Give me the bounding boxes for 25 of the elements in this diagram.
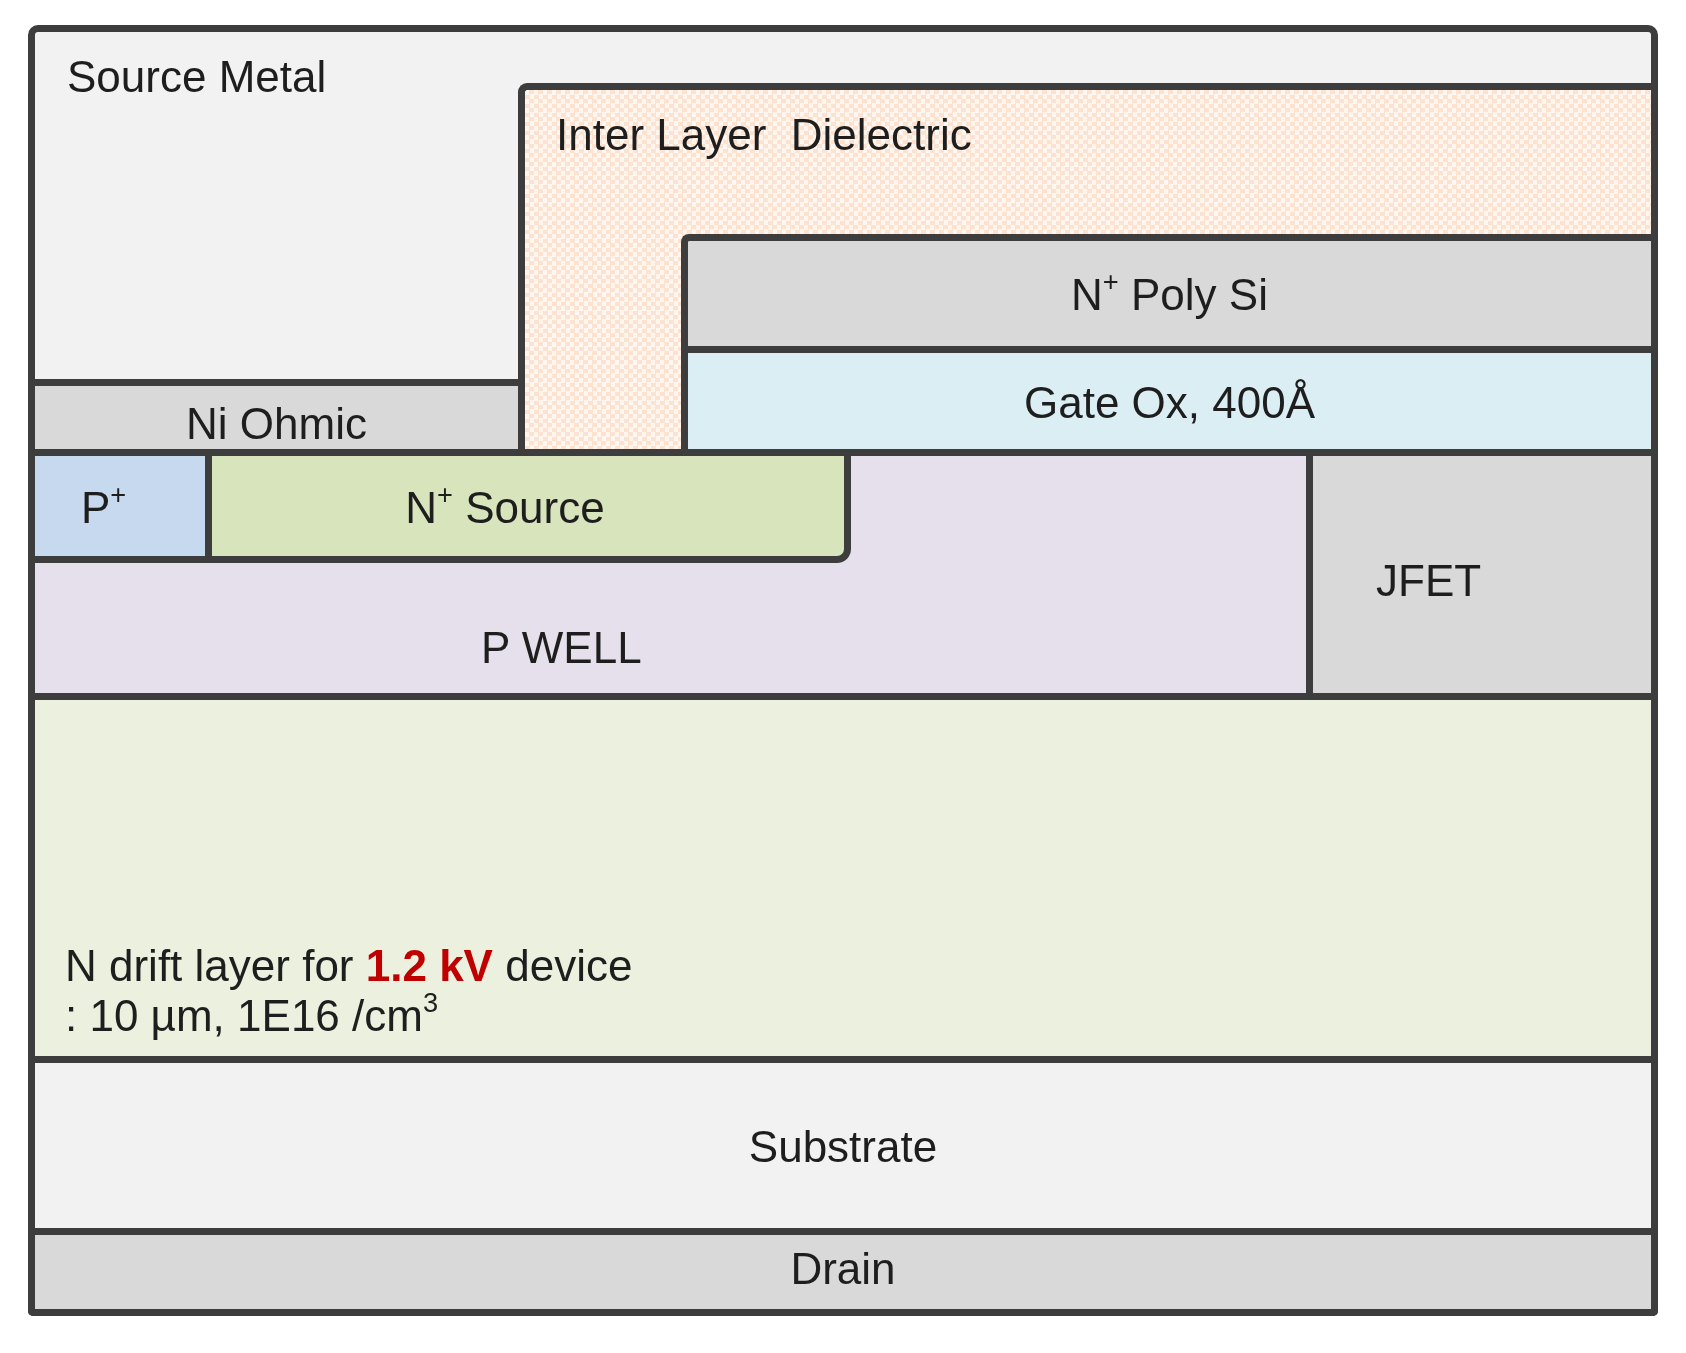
layer-label: N drift layer for 1.2 kV device (65, 940, 633, 992)
jfet-region (1313, 456, 1658, 700)
layer-label: P$^{+}$ (81, 482, 127, 534)
layer-label: JFET (1376, 555, 1482, 607)
layer-label: Inter Layer Dielectric (556, 109, 972, 161)
drain-layer (28, 1235, 1658, 1316)
layer-label: : 10 µm, 1E16 /cm$^{3}$ (65, 990, 439, 1042)
dielectric-layer (518, 83, 1651, 449)
p-plus-region (35, 456, 205, 563)
n-plus-source-region (205, 456, 851, 563)
layer-label: N$^{+}$ Source (405, 482, 605, 534)
drift-layer (28, 700, 1658, 1063)
layer-label: Gate Ox, 400Å (1023, 377, 1316, 429)
metal-layer (28, 25, 1658, 456)
ohmic-contact-layer (35, 379, 518, 449)
layer-label: Substrate (748, 1121, 938, 1172)
layer-label: Drain (790, 1243, 896, 1295)
p-well-region (28, 456, 1313, 700)
substrate-layer (28, 1063, 1658, 1235)
layer-label: N$^{+}$ Poly Si (1071, 269, 1268, 320)
layer-label: Source Metal (67, 51, 327, 103)
layer-label: Ni Ohmic (186, 398, 367, 449)
gate-oxide-layer (681, 353, 1651, 449)
layer-label: P WELL (481, 622, 642, 674)
polysilicon-layer (681, 234, 1651, 353)
